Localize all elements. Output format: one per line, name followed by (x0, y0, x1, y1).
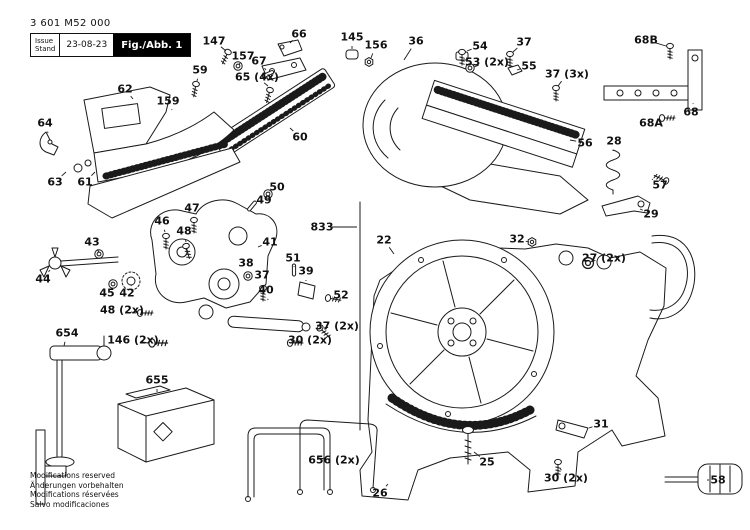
part-label: 42 (119, 286, 135, 300)
part-label: 39 (298, 264, 314, 278)
part-label: 37 (516, 35, 532, 49)
spring-and-lever (601, 149, 671, 217)
part-label: 36 (408, 34, 424, 48)
part-label: 43 (84, 235, 100, 249)
part-label: 29 (643, 207, 659, 221)
part-label: 63 (47, 175, 63, 189)
part-label: 51 (285, 251, 301, 265)
footer-note: Salvo modificaciones (30, 499, 110, 509)
battery-pack (117, 385, 215, 463)
issue-label: Issue (35, 37, 54, 45)
part-label: 48 (176, 224, 192, 238)
turntable (369, 239, 555, 433)
part-label: 28 (606, 134, 622, 148)
stand-label: Stand (35, 45, 56, 53)
part-label: 145 (340, 30, 364, 44)
part-label: 60 (292, 130, 308, 144)
part-label: 56 (577, 136, 593, 150)
part-label: 37 (2x) (315, 319, 359, 333)
part-label: 654 (55, 326, 79, 340)
part-label: 52 (333, 288, 349, 302)
part-label: 32 (509, 232, 525, 246)
part-label: 47 (184, 201, 200, 215)
part-label: 62 (117, 82, 133, 96)
part-label: 41 (262, 235, 278, 249)
part-label: 50 (269, 180, 285, 194)
part-label: 45 (99, 286, 115, 300)
part-label: 159 (156, 94, 180, 108)
part-label: 66 (291, 27, 307, 41)
part-label: 68A (639, 116, 663, 130)
transport-knob (664, 463, 743, 495)
part-label: 57 (652, 178, 668, 192)
part-label: 55 (521, 59, 537, 73)
figure-badge: Fig./Abb. 1 (113, 34, 191, 56)
part-label: 30 (2x) (544, 471, 588, 485)
part-label: 22 (376, 233, 392, 247)
part-label: 46 (154, 214, 170, 228)
part-label: 656 (2x) (308, 453, 360, 467)
issue-date: 23-08-23 (66, 40, 108, 50)
issue-table: Issue Stand 23-08-23 Fig./Abb. 1 (30, 33, 192, 57)
part-label: 31 (593, 417, 609, 431)
part-label: 44 (35, 272, 51, 286)
issue-stand-cell: Issue Stand (31, 34, 61, 56)
upper-housing (362, 51, 589, 215)
part-label: 58 (710, 473, 726, 487)
part-label: 53 (2x) (465, 55, 509, 69)
part-label: 40 (258, 283, 274, 297)
part-label: 68B (634, 33, 658, 47)
part-label: 61 (77, 175, 93, 189)
angle-ruler (213, 68, 336, 158)
modification-notes: Modifications reserved Änderungen vorbeh… (30, 471, 124, 509)
extension-rail (603, 42, 703, 122)
part-label: 49 (256, 193, 272, 207)
drawing-header: 3 601 M52 000 Issue Stand 23-08-23 Fig./… (30, 18, 192, 57)
left-fence-plates (39, 86, 241, 219)
part-label: 67 (251, 54, 267, 68)
part-label: 65 (4x) (235, 70, 279, 84)
wire-supports (245, 419, 378, 502)
part-label: 146 (2x) (107, 333, 159, 347)
small-hardware (94, 39, 595, 348)
part-label: 27 (2x) (582, 251, 626, 265)
work-clamp (35, 335, 112, 505)
part-label: 26 (372, 486, 388, 500)
part-label: 833 (310, 220, 334, 234)
part-label: 54 (472, 39, 488, 53)
part-label: 147 (202, 34, 226, 48)
doc-number: 3 601 M52 000 (30, 18, 111, 29)
part-label: 37 (3x) (545, 67, 589, 81)
footer-note: Änderungen vorbehalten (30, 480, 124, 490)
part-label: 30 (2x) (288, 333, 332, 347)
base-bolts (462, 419, 589, 476)
part-label: 68 (683, 105, 699, 119)
part-label: 59 (192, 63, 208, 77)
part-label: 37 (254, 268, 270, 282)
part-label: 48 (2x) (100, 303, 144, 317)
part-label: 64 (37, 116, 53, 130)
part-label: 25 (479, 455, 495, 469)
part-label: 157 (231, 49, 255, 63)
part-label: 38 (238, 256, 254, 270)
footer-note: Modifications réservées (30, 490, 119, 499)
part-label: 655 (145, 373, 169, 387)
footer-note: Modifications reserved (30, 471, 115, 480)
part-label: 156 (364, 38, 388, 52)
pivot-arm-assembly (39, 57, 316, 333)
